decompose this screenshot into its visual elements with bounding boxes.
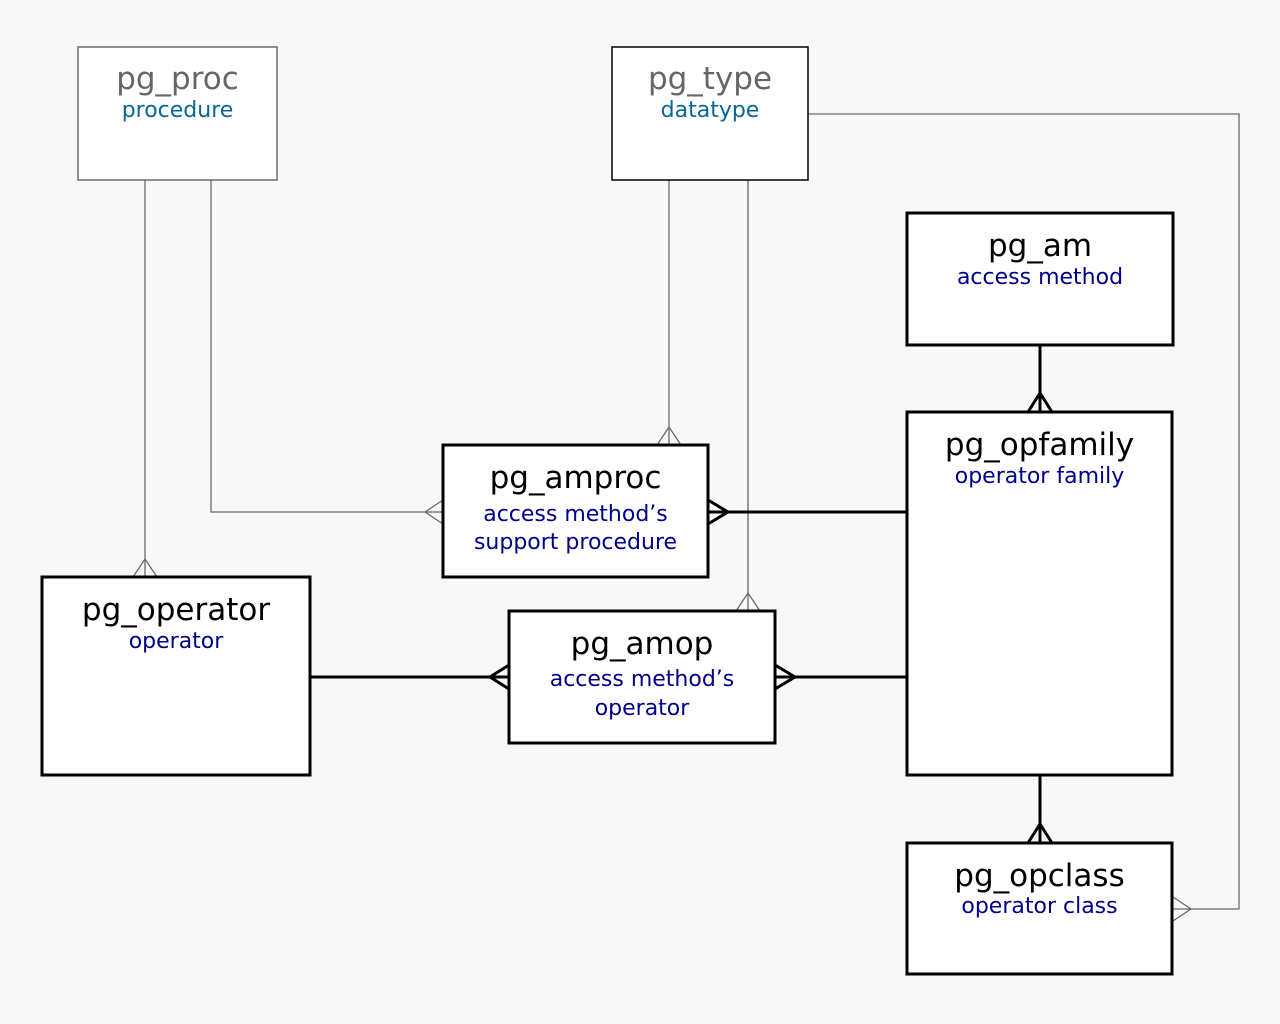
entity-pg-amproc-title: pg_amproc [490, 460, 662, 496]
entity-pg-type-subtitle: datatype [661, 98, 760, 123]
entity-pg-operator[interactable]: pg_operator operator [40, 575, 312, 777]
entity-pg-opclass-subtitle: operator class [961, 894, 1117, 919]
entity-pg-amproc-subtitle-line2: support procedure [474, 530, 677, 555]
entity-pg-amproc[interactable]: pg_amproc access method’s support proced… [441, 443, 710, 579]
edge-proc-operator [132, 180, 158, 578]
entity-pg-type[interactable]: pg_type datatype [611, 46, 809, 181]
entity-pg-opfamily-box [905, 410, 1174, 777]
entity-pg-type-title: pg_type [648, 61, 772, 97]
entity-pg-operator-title: pg_operator [82, 592, 270, 628]
entity-pg-opclass[interactable]: pg_opclass operator class [905, 841, 1174, 976]
entity-pg-proc[interactable]: pg_proc procedure [77, 46, 278, 181]
entity-pg-opfamily-subtitle: operator family [955, 464, 1125, 489]
entity-pg-proc-title: pg_proc [116, 61, 239, 97]
edge-type-amop [735, 180, 761, 612]
entity-pg-operator-box [40, 575, 312, 777]
entity-pg-amop-box [507, 609, 777, 745]
edge-opfamily-opclass [1026, 775, 1054, 844]
entity-pg-opclass-box [905, 841, 1174, 976]
entity-pg-amop-subtitle-line1: access method’s [550, 667, 735, 692]
entity-pg-amop-title: pg_amop [571, 626, 714, 662]
entity-pg-amop[interactable]: pg_amop access method’s operator [507, 609, 777, 745]
entity-pg-am[interactable]: pg_am access method [905, 211, 1175, 347]
entity-pg-proc-box [77, 46, 278, 181]
entity-pg-opfamily[interactable]: pg_opfamily operator family [905, 410, 1174, 777]
edge-type-amproc [656, 180, 682, 446]
strong-connectors [310, 345, 1054, 844]
entity-pg-am-title: pg_am [988, 228, 1092, 264]
entity-pg-operator-subtitle: operator [129, 629, 225, 654]
edge-operator-amop [310, 663, 510, 691]
entity-pg-amproc-box [441, 443, 710, 579]
edge-opfamily-amop [774, 663, 907, 691]
edge-opfamily-amproc [707, 498, 907, 526]
entity-pg-type-box [611, 46, 809, 181]
edge-proc-amproc [210, 180, 444, 525]
entity-pg-am-box [905, 211, 1175, 347]
entity-pg-opfamily-title: pg_opfamily [945, 427, 1134, 463]
entity-pg-proc-subtitle: procedure [122, 98, 234, 123]
entity-pg-am-subtitle: access method [957, 265, 1123, 290]
entity-pg-amproc-subtitle-line1: access method’s [483, 502, 668, 527]
entity-pg-opclass-title: pg_opclass [954, 858, 1124, 894]
edge-type-opclass [808, 113, 1240, 922]
edge-am-opfamily [1026, 345, 1054, 413]
weak-connectors [132, 113, 1240, 922]
entity-pg-amop-subtitle-line2: operator [595, 696, 691, 721]
